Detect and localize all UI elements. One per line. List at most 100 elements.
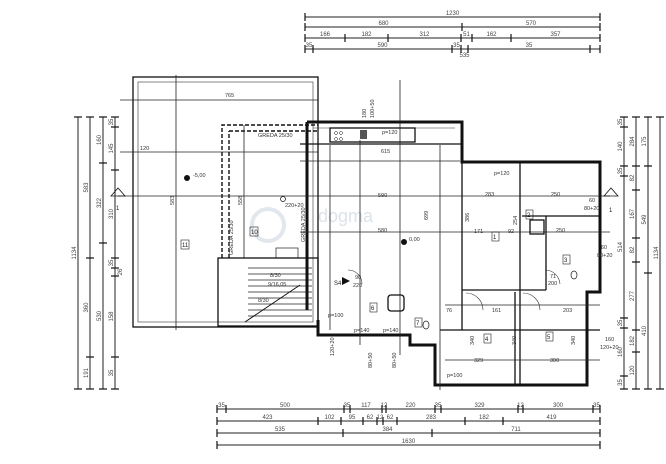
- room-tag: [249, 226, 259, 237]
- dimension-label: 590: [377, 43, 388, 49]
- dimension-label: 12: [377, 415, 384, 421]
- door-swing: [544, 269, 561, 285]
- opening-label: p=140: [354, 328, 369, 334]
- dim-label: 615: [381, 149, 390, 155]
- room-tag: [483, 333, 492, 344]
- dimension-label: 35: [435, 403, 442, 409]
- opening-label: p=100: [328, 313, 343, 319]
- door-label: 90: [355, 275, 361, 281]
- house-walls: 1 1 0,00: [110, 80, 619, 390]
- level-marker-icon: [184, 175, 190, 181]
- dimension-label: 384: [382, 427, 393, 433]
- roof-terrace: 765 120 583 -5,00 11: [120, 75, 319, 330]
- room-tag: [562, 254, 571, 265]
- room-number: 10: [251, 230, 258, 236]
- dimension-label: 120: [630, 365, 636, 376]
- stove-icon: [334, 131, 338, 135]
- opening-label: p=140: [383, 328, 398, 334]
- stair-label: 9/16,05: [268, 282, 286, 288]
- dimension-label: 35: [618, 118, 624, 125]
- room-tag: [180, 239, 190, 250]
- dimension-label: 570: [526, 21, 537, 27]
- sink-icon: [360, 130, 367, 139]
- room-number: 3: [564, 258, 568, 264]
- room-tag: [545, 331, 554, 342]
- section-label: 1: [609, 208, 613, 214]
- dimension-label: 51: [463, 32, 470, 38]
- toilet-icon: [422, 320, 430, 330]
- dimension-label: 35: [109, 369, 115, 376]
- window-label: 80+50: [392, 353, 398, 368]
- dimension-label: 95: [349, 415, 356, 421]
- dim-label: 386: [465, 213, 471, 222]
- window-label: 160: [605, 337, 614, 343]
- dimension-label: 680: [378, 21, 389, 27]
- window-label: 80+20: [584, 206, 599, 212]
- bench-icon: [275, 247, 299, 259]
- dimension-label: 35: [618, 319, 624, 326]
- room-number: 7: [416, 321, 420, 327]
- room-tag: [414, 317, 423, 328]
- room-number: 4: [485, 337, 489, 343]
- dimension-label: 360: [84, 302, 90, 313]
- dim-label: 76: [446, 308, 452, 314]
- staircase: 8/30 9/16,05 8/30: [217, 257, 319, 327]
- dim-label: 92: [508, 229, 514, 235]
- beam-label: GREDA 25/30: [258, 133, 293, 139]
- stair-label: 8/30: [270, 273, 281, 279]
- room-number: 1: [493, 235, 497, 241]
- dimension-label: 310: [109, 208, 115, 219]
- dimension-label: 220: [405, 403, 416, 409]
- dimension-label: 102: [324, 415, 335, 421]
- room-tag: [525, 209, 534, 220]
- entry-label: S4: [334, 281, 342, 287]
- window-label: 120+20: [600, 345, 619, 351]
- window-label: 80+20: [597, 253, 612, 259]
- dimension-label: 145: [109, 143, 115, 154]
- watermark-logo: [250, 207, 286, 243]
- dim-label: 161: [492, 308, 501, 314]
- dimension-label: 182: [361, 32, 372, 38]
- dimension-label: 35: [306, 43, 313, 49]
- room-tag: [491, 231, 500, 242]
- window-label: 60: [601, 245, 607, 251]
- dimension-label: 35: [618, 379, 624, 386]
- dim-label: 203: [563, 308, 572, 314]
- dimension-label: 35: [618, 167, 624, 174]
- dimension-label: 82: [630, 174, 636, 181]
- room-number: 6: [371, 306, 375, 312]
- dimension-label: 82: [630, 246, 636, 253]
- door-swing: [522, 292, 541, 311]
- room-tag: [369, 302, 378, 313]
- dim-label: 558: [238, 196, 244, 205]
- dimension-label: 423: [262, 415, 273, 421]
- dimension-label: 500: [280, 403, 291, 409]
- dimension-label: 283: [426, 415, 437, 421]
- dimension-label: 535: [459, 53, 470, 59]
- opening-label: p=120: [382, 130, 397, 136]
- room-number: 11: [182, 243, 189, 249]
- dim-label: 340: [512, 336, 518, 345]
- dimension-label: 549: [642, 214, 648, 225]
- dimension-label: 62: [367, 415, 374, 421]
- dimension-label: 322: [97, 197, 103, 208]
- door-label: 71: [550, 274, 556, 280]
- dim-label: 329: [474, 358, 483, 364]
- dim-label: 250: [551, 192, 560, 198]
- dimension-label: 535: [275, 427, 286, 433]
- beam-label: GREDA 25/30: [229, 220, 235, 255]
- dimension-label: 357: [550, 32, 561, 38]
- dim-label: 340: [470, 336, 476, 345]
- dim-label: 300: [550, 358, 559, 364]
- shower-icon: [387, 294, 405, 312]
- dimension-label: 175: [642, 136, 648, 147]
- room-number: 5: [547, 335, 551, 341]
- dimension-label: 12: [381, 403, 388, 409]
- stair-label: 8/30: [258, 298, 269, 304]
- roof-width-label: 765: [225, 93, 234, 99]
- dimension-label: 514: [618, 241, 624, 252]
- dimension-label: 284: [630, 136, 636, 147]
- washer-icon: [529, 219, 545, 235]
- section-mark-icon: [603, 187, 619, 197]
